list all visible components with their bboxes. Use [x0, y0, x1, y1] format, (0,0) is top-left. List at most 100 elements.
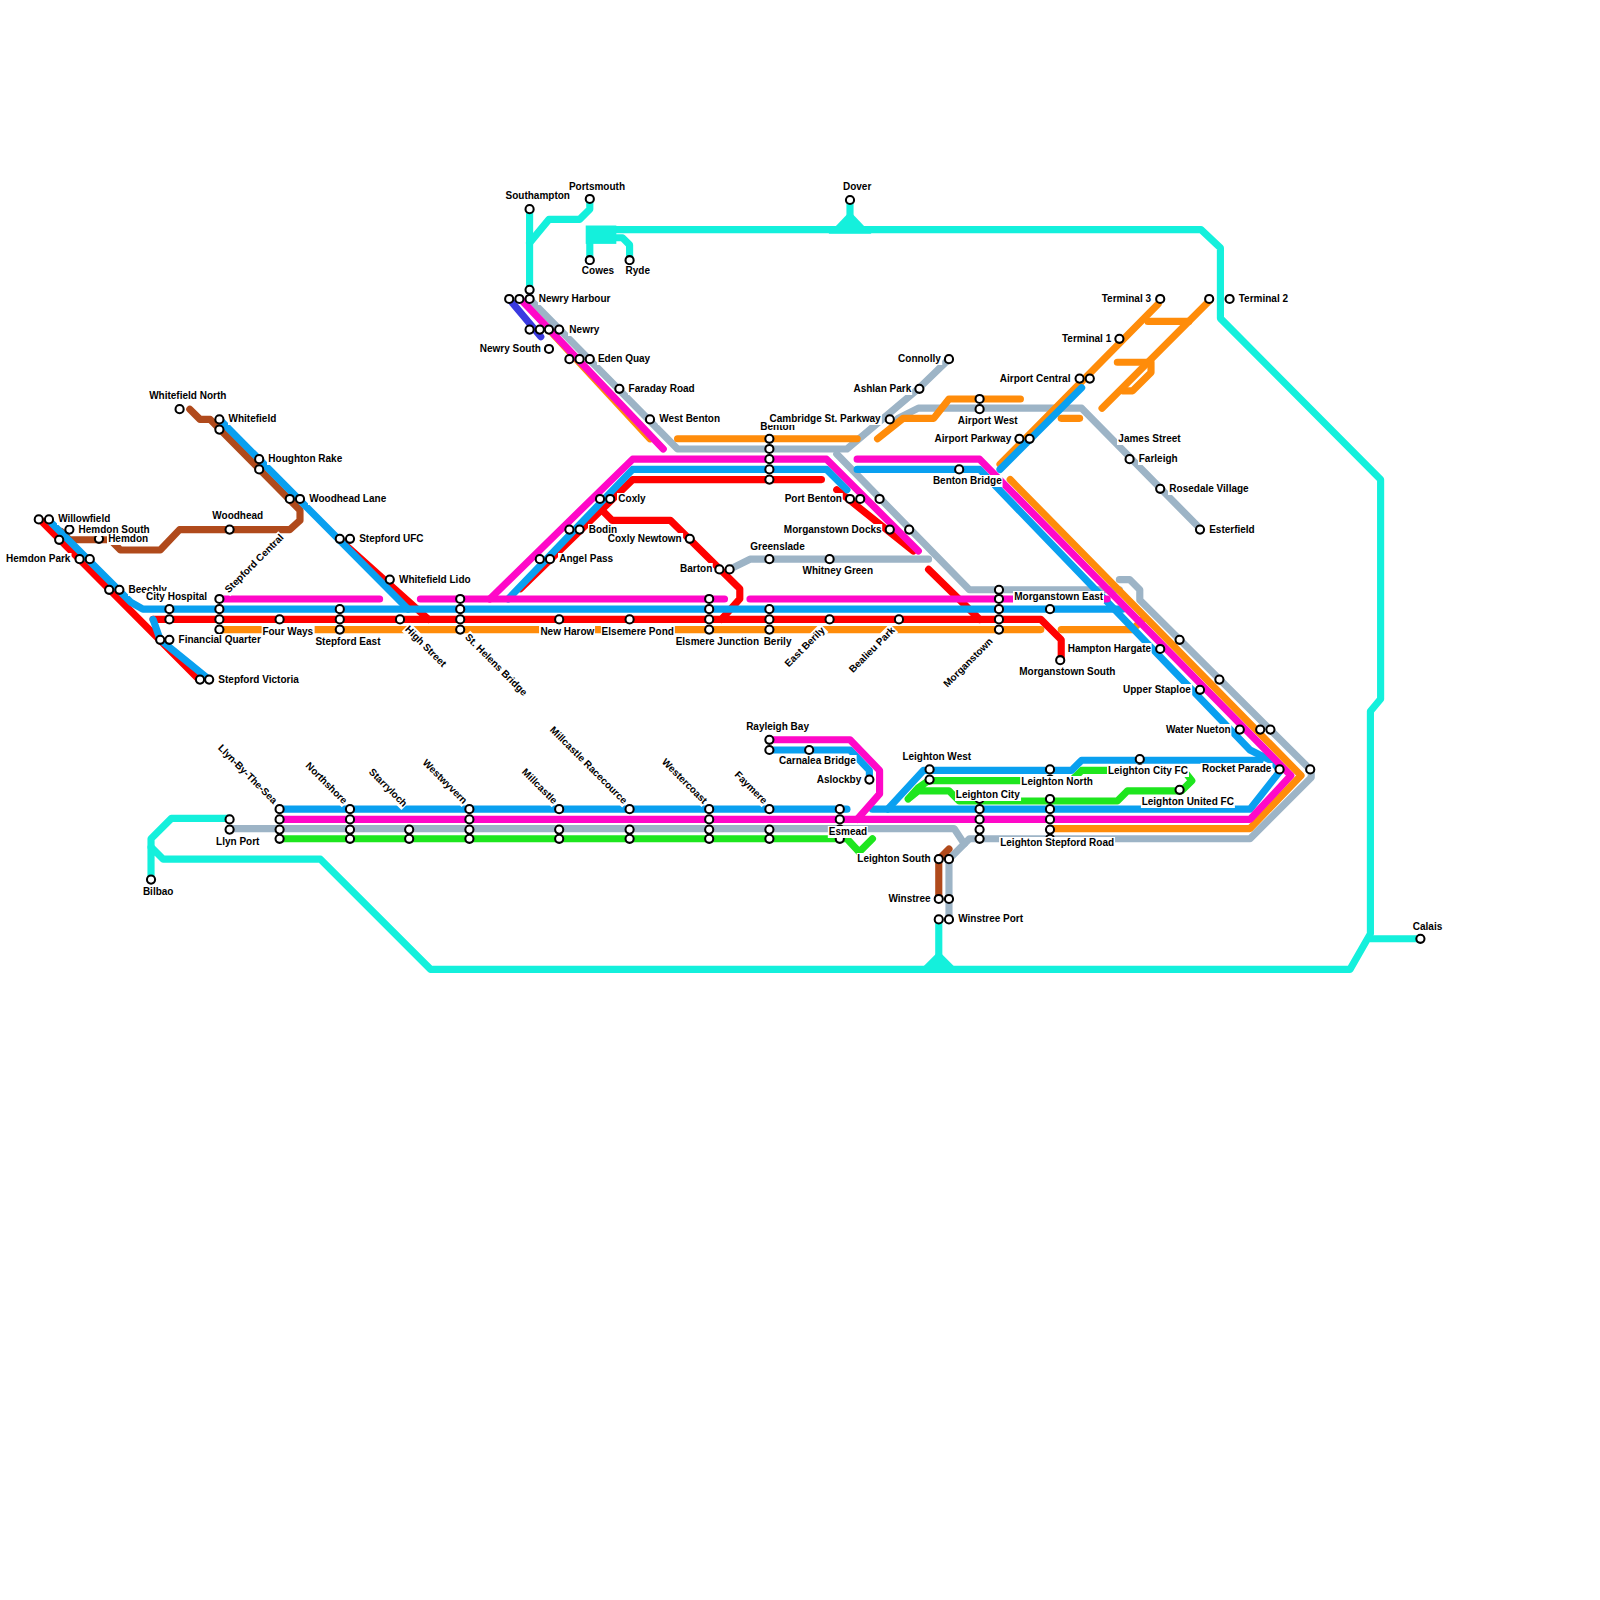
station-dot	[215, 426, 223, 434]
station-label: Morganstown Docks	[783, 524, 883, 536]
station-label: Bilbao	[142, 886, 175, 898]
station-label: Calais	[1412, 921, 1443, 933]
station-dot	[1046, 795, 1054, 803]
station-dot	[626, 826, 634, 834]
station-dot	[65, 526, 73, 534]
station-dot	[336, 626, 344, 634]
station-label: Elsemere Pond	[601, 626, 675, 638]
station-dot	[995, 586, 1003, 594]
station-dot	[886, 526, 894, 534]
station-dot	[465, 826, 473, 834]
station-dot	[456, 615, 464, 623]
station-dot	[1046, 815, 1054, 823]
station-dot	[545, 345, 553, 353]
station-dot	[255, 455, 263, 463]
station-dot	[526, 205, 534, 213]
station-dot	[536, 326, 544, 334]
route-line	[520, 299, 663, 449]
station-dot	[935, 915, 943, 923]
station-dot	[1046, 826, 1054, 834]
station-dot	[1126, 455, 1134, 463]
station-dot	[515, 295, 523, 303]
station-label: Woodhead Lane	[308, 493, 387, 505]
station-dot	[76, 555, 84, 563]
station-dot	[865, 776, 873, 784]
station-dot	[1056, 656, 1064, 664]
station-dot	[926, 776, 934, 784]
station-dot	[976, 395, 984, 403]
station-dot	[765, 746, 773, 754]
route-line	[1000, 388, 1082, 470]
station-dot	[1046, 805, 1054, 813]
ferry-junctions	[586, 211, 960, 972]
station-dot	[945, 855, 953, 863]
station-label: City Hospital	[145, 591, 208, 603]
station-dot	[555, 826, 563, 834]
station-label: Cowes	[581, 265, 615, 277]
station-dot	[1196, 526, 1204, 534]
route-line	[153, 619, 209, 679]
station-dot	[505, 295, 513, 303]
station-dot	[255, 465, 263, 473]
station-label: Coxly	[617, 493, 646, 505]
station-label: Elsmere Junction	[675, 636, 760, 648]
magenta-line	[219, 299, 1290, 819]
route-line	[219, 595, 379, 602]
station-dot	[976, 835, 984, 843]
station-dot	[555, 326, 563, 334]
station-label: Benton Bridge	[932, 475, 1003, 487]
route-line	[61, 409, 300, 550]
station-dot	[456, 605, 464, 613]
station-dot	[1136, 755, 1144, 763]
station-dot	[215, 415, 223, 423]
station-dot	[86, 555, 94, 563]
station-dot	[705, 835, 713, 843]
station-label: Newry South	[479, 343, 542, 355]
station-dot	[536, 555, 544, 563]
station-dot	[915, 385, 923, 393]
station-label: Hampton Hargate	[1067, 643, 1152, 655]
station-label: Airport Central	[999, 373, 1072, 385]
station-label: Water Nueton	[1165, 724, 1232, 736]
route-line	[1148, 318, 1189, 325]
ferry-lines	[151, 199, 1420, 969]
station-label: Stepford East	[314, 636, 381, 648]
orange-line	[219, 301, 1301, 829]
station-dot	[1046, 765, 1054, 773]
station-label: Morganstown	[940, 635, 996, 691]
station-label: Llyn Port	[215, 836, 260, 848]
red-line	[41, 480, 1061, 680]
station-label: Greenslade	[749, 541, 805, 553]
station-dot	[935, 855, 943, 863]
station-dot	[1046, 605, 1054, 613]
station-dot	[226, 526, 234, 534]
station-label: Northshore	[302, 759, 350, 807]
station-dot	[715, 565, 723, 573]
station-label: Winstree Port	[957, 913, 1024, 925]
station-dot	[995, 595, 1003, 603]
station-dot	[765, 805, 773, 813]
station-dot	[215, 595, 223, 603]
station-dot	[705, 805, 713, 813]
station-dot	[765, 615, 773, 623]
station-dot	[346, 826, 354, 834]
station-label: Esterfield	[1208, 524, 1256, 536]
station-dot	[215, 626, 223, 634]
station-dot	[296, 495, 304, 503]
station-label: Faymere	[732, 768, 771, 807]
station-label: Coxly Newtown	[607, 533, 683, 545]
station-dot	[215, 615, 223, 623]
station-dot	[935, 895, 943, 903]
station-label: Millcastle Racecource	[546, 723, 630, 807]
station-dot	[196, 676, 204, 684]
route-line	[678, 435, 858, 442]
station-label: Aslockby	[816, 774, 862, 786]
station-dots	[35, 195, 1425, 943]
station-dot	[626, 615, 634, 623]
station-dot	[147, 876, 155, 884]
station-label: Leighton City FC	[1107, 765, 1189, 777]
route-line	[280, 459, 1291, 819]
station-label: Terminal 3	[1101, 293, 1152, 305]
